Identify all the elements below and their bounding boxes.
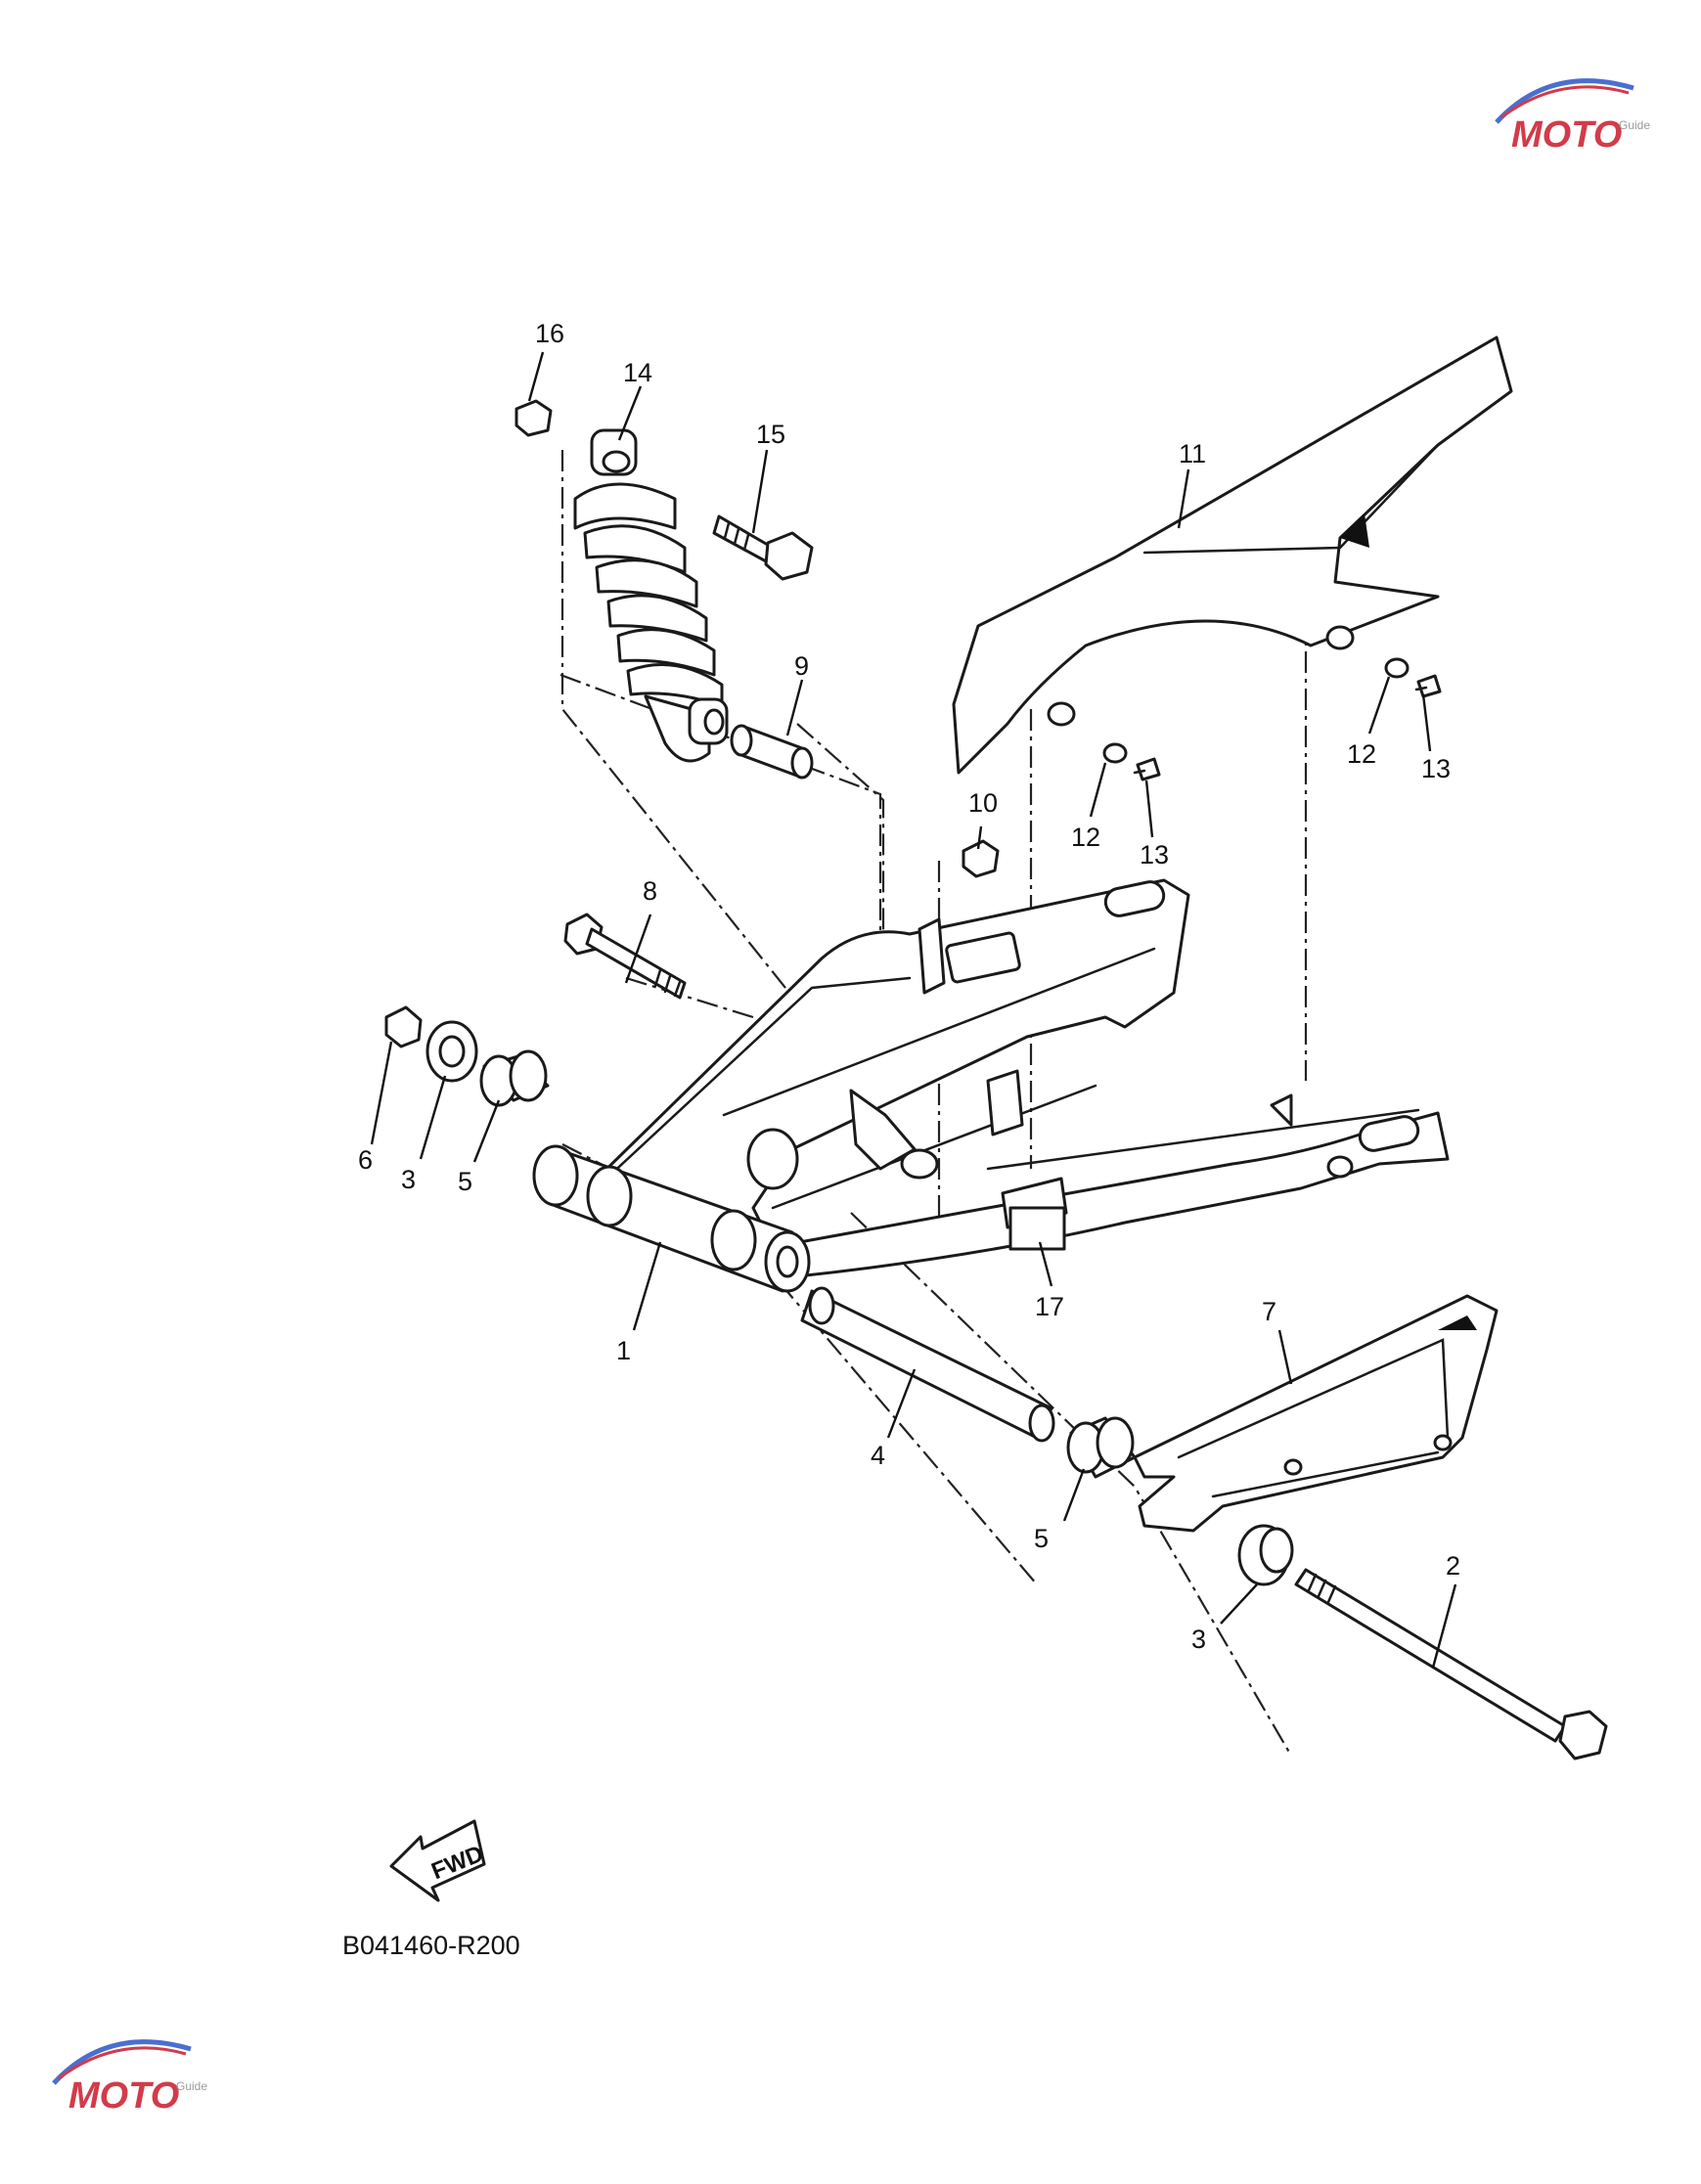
shock-top-bolt [712, 514, 814, 581]
shock-collar [730, 724, 814, 780]
callout-9: 9 [794, 651, 809, 681]
callout-numbers: 16 14 15 11 9 12 13 12 13 10 8 6 3 5 17 … [358, 319, 1460, 1654]
pivot-shaft [800, 1286, 1055, 1443]
shock-spring-coils [583, 524, 724, 708]
callout-3-left: 3 [401, 1165, 416, 1194]
callout-8: 8 [643, 876, 657, 906]
pivot-bearing-right [1066, 1416, 1137, 1479]
lower-shock-bolt [563, 913, 687, 1000]
watermark-sub: Guide [176, 2079, 207, 2093]
swingarm-pivot-tube [532, 1144, 811, 1293]
callout-17: 17 [1035, 1292, 1064, 1321]
watermark-brand: MOTO [1511, 114, 1622, 156]
callout-6: 6 [358, 1145, 373, 1175]
watermark-brand: MOTO [68, 2075, 179, 2117]
watermark-swoosh-icon [1495, 78, 1634, 124]
callout-12-lower: 12 [1071, 823, 1100, 852]
pivot-nut [384, 1005, 423, 1048]
callout-14: 14 [623, 358, 652, 387]
pivot-bolt [1294, 1568, 1608, 1761]
rear-shock-absorber [573, 428, 729, 763]
pivot-seal-left [425, 1020, 478, 1083]
swingarm-label-plate [1008, 1206, 1066, 1251]
swingarm [585, 878, 1450, 1278]
callout-13-upper: 13 [1421, 754, 1451, 783]
fwd-arrow-icon [389, 1819, 486, 1902]
diagram-code: B041460-R200 [342, 1931, 520, 1960]
callout-10: 10 [968, 788, 998, 818]
fwd-arrow: FWD [389, 1819, 487, 1902]
chain-guard-bolts [1102, 657, 1442, 781]
callout-7: 7 [1262, 1297, 1276, 1326]
callout-3-right: 3 [1191, 1625, 1206, 1654]
watermark-logo-bottom: MOTO Guide [52, 2039, 207, 2117]
callout-4: 4 [871, 1441, 885, 1470]
callout-leader-lines [370, 351, 1457, 1669]
callout-12-upper: 12 [1347, 739, 1376, 769]
pivot-bearing-left [479, 1049, 550, 1107]
lower-shock-nut [962, 839, 1000, 878]
callout-5-right: 5 [1034, 1524, 1049, 1553]
callout-11: 11 [1179, 439, 1206, 468]
shock-top-nut [515, 399, 553, 437]
callout-1: 1 [616, 1336, 631, 1365]
watermark-swoosh-red-icon [1500, 85, 1630, 119]
chain-guard-bracket [1133, 1294, 1499, 1533]
watermark-swoosh-icon [52, 2039, 192, 2085]
watermark-sub: Guide [1619, 118, 1650, 132]
watermark-swoosh-red-icon [58, 2046, 187, 2080]
callout-13-lower: 13 [1140, 840, 1169, 869]
callout-2: 2 [1446, 1551, 1460, 1581]
pivot-seal-right [1237, 1524, 1294, 1586]
chain-guard [952, 335, 1513, 775]
callout-5-left: 5 [458, 1167, 472, 1196]
callout-16: 16 [535, 319, 564, 348]
callout-15: 15 [756, 420, 785, 449]
watermark-logo-top: MOTO Guide [1495, 78, 1650, 156]
